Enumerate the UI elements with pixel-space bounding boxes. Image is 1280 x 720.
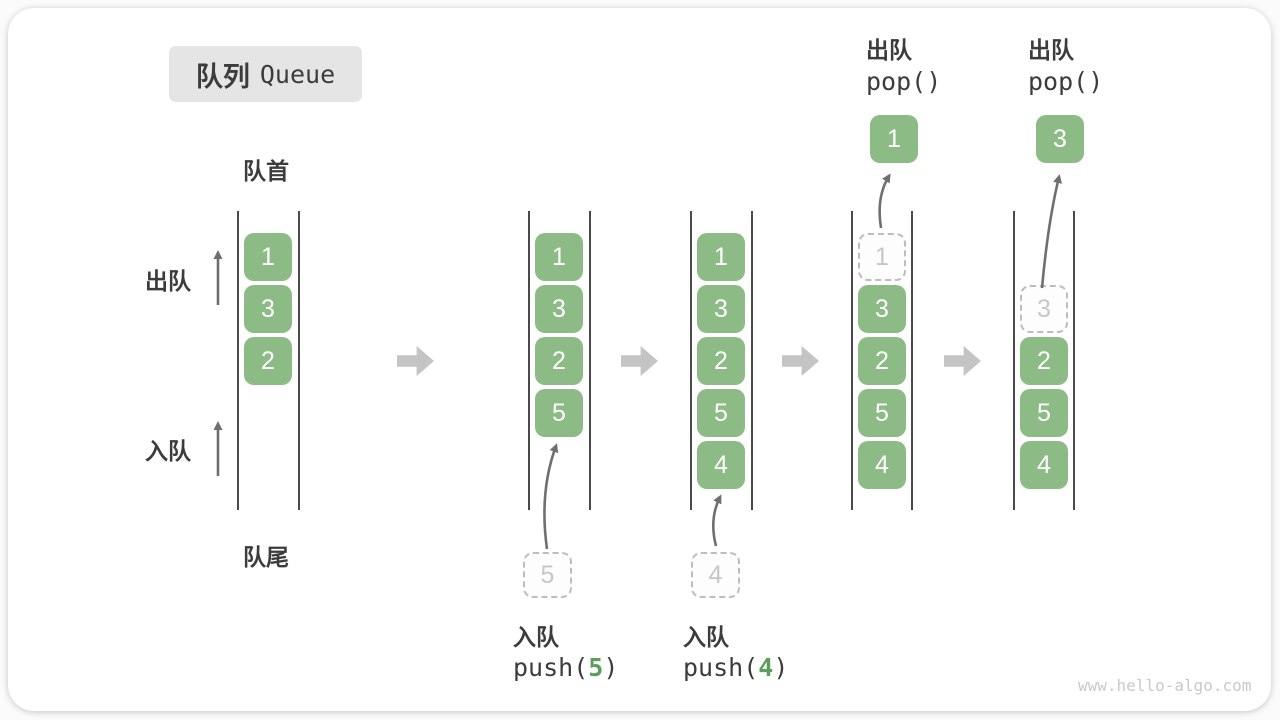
title-box: 队列 Queue: [169, 46, 362, 102]
code-arg: 4: [758, 653, 774, 682]
dequeue-op-label: 出队: [1028, 37, 1074, 63]
queue-block: 5: [1020, 389, 1068, 437]
queue-block: 1: [697, 233, 745, 281]
channel-right-line: [298, 211, 300, 510]
queue-block: 2: [244, 337, 292, 385]
pop1-code: pop(): [866, 67, 942, 96]
code-post: ): [773, 653, 789, 682]
staged-block: 4: [691, 552, 740, 598]
code-pre: push(: [683, 653, 759, 682]
enqueue-op-label: 入队: [683, 624, 729, 650]
queue-block: 4: [858, 441, 906, 489]
code-arg: 5: [588, 653, 604, 682]
watermark: www.hello-algo.com: [1078, 676, 1252, 695]
channel-left-line: [237, 211, 239, 510]
queue-block: 4: [697, 441, 745, 489]
channel-right-line: [589, 211, 591, 510]
queue-block: 2: [697, 337, 745, 385]
label-queue-front: 队首: [243, 158, 289, 184]
push4-code: push(4): [683, 653, 788, 682]
enqueue-op-label: 入队: [513, 624, 559, 650]
pop2-code: pop(): [1028, 67, 1104, 96]
channel-right-line: [911, 211, 913, 510]
queue-block: 3: [697, 285, 745, 333]
queue-block: 2: [858, 337, 906, 385]
queue-block: 2: [1020, 337, 1068, 385]
ghost-block: 1: [858, 233, 906, 281]
queue-block: 3: [244, 285, 292, 333]
popped-block: 3: [1036, 115, 1084, 163]
queue-block: 5: [858, 389, 906, 437]
title-en: Queue: [259, 59, 336, 89]
code-pre: push(: [513, 653, 589, 682]
staged-block: 5: [523, 552, 572, 598]
title-zh: 队列: [195, 61, 250, 92]
ghost-block: 3: [1020, 285, 1068, 333]
queue-block: 1: [244, 233, 292, 281]
queue-block: 3: [535, 285, 583, 333]
queue-block: 4: [1020, 441, 1068, 489]
channel-left-line: [690, 211, 692, 510]
label-dequeue-side: 出队: [145, 268, 191, 294]
queue-block: 5: [697, 389, 745, 437]
channel-right-line: [1073, 211, 1075, 510]
channel-left-line: [851, 211, 853, 510]
queue-block: 3: [858, 285, 906, 333]
label-enqueue-side: 入队: [145, 438, 191, 464]
push5-code: push(5): [513, 653, 618, 682]
popped-block: 1: [870, 115, 918, 163]
channel-left-line: [528, 211, 530, 510]
label-queue-rear: 队尾: [243, 544, 289, 570]
channel-right-line: [751, 211, 753, 510]
queue-block: 2: [535, 337, 583, 385]
channel-left-line: [1013, 211, 1015, 510]
queue-block: 1: [535, 233, 583, 281]
queue-block: 5: [535, 389, 583, 437]
dequeue-op-label: 出队: [866, 37, 912, 63]
code-post: ): [603, 653, 619, 682]
